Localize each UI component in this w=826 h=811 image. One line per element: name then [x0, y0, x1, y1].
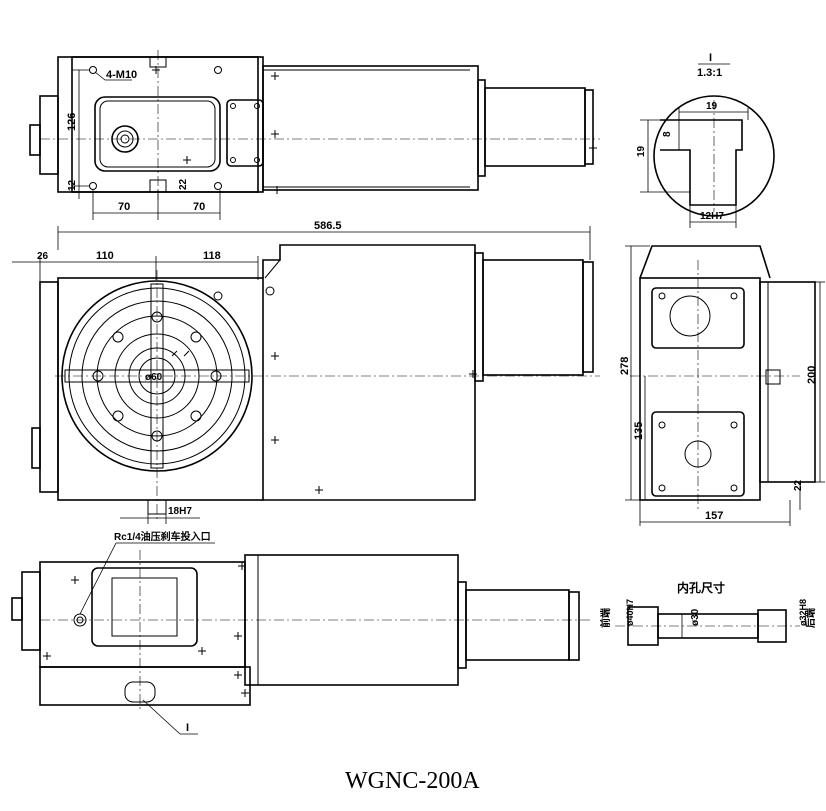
- detail-label: I: [709, 52, 712, 64]
- bottom-port-callout: Rc1/4油压刹车投入口: [114, 530, 211, 543]
- top-bolt-callout: 4-M10: [106, 69, 137, 81]
- detail-dim-8: 8: [662, 131, 673, 137]
- top-view: 4-M10 126 12 70 70 22: [29, 50, 600, 220]
- bottom-view: Rc1/4油压刹车投入口 I: [11, 530, 590, 735]
- bore-detail: 内孔尺寸 前端 ø40H7 ø30 ø32H8 后端: [599, 580, 817, 646]
- top-dim-126: 126: [66, 113, 78, 131]
- side-dim-157: 157: [705, 510, 723, 522]
- front-dim-26: 26: [37, 251, 49, 262]
- detail-dim-slot: 12H7: [700, 211, 724, 222]
- bore-rear-end-label: 后端: [804, 608, 817, 628]
- top-dim-70-left: 70: [118, 201, 130, 213]
- top-dim-22: 22: [178, 178, 189, 190]
- side-dim-200: 200: [806, 366, 818, 384]
- front-dim-key: 18H7: [168, 506, 192, 517]
- bore-title: 内孔尺寸: [677, 580, 725, 595]
- front-dim-bore: ø60: [145, 372, 163, 383]
- front-view: 586.5 26 110 118: [12, 220, 600, 524]
- detail-dim-19-width: 19: [706, 101, 718, 112]
- side-dim-278: 278: [619, 357, 631, 375]
- front-dim-overall: 586.5: [314, 220, 342, 232]
- front-dim-118: 118: [203, 250, 221, 262]
- bore-rear-diameter: ø32H8: [798, 599, 808, 626]
- front-dim-110: 110: [96, 250, 114, 262]
- side-dim-22: 22: [793, 479, 804, 491]
- side-dim-135: 135: [633, 422, 645, 440]
- detail-scale: 1.3:1: [697, 67, 722, 79]
- detail-dim-19-height: 19: [636, 145, 647, 157]
- top-dim-70-right: 70: [193, 201, 205, 213]
- top-dim-12: 12: [67, 179, 78, 191]
- side-view: 278 135 200 22 157: [619, 245, 825, 526]
- bottom-detail-marker: I: [186, 722, 189, 734]
- bore-front-end-label: 前端: [599, 608, 612, 628]
- model-title: WGNC-200A: [345, 768, 480, 794]
- detail-view-i: I 1.3:1 19 19 8 12H7: [636, 52, 775, 228]
- bore-front-diameter: ø40H7: [625, 599, 635, 626]
- bore-mid-diameter: ø30: [690, 608, 701, 626]
